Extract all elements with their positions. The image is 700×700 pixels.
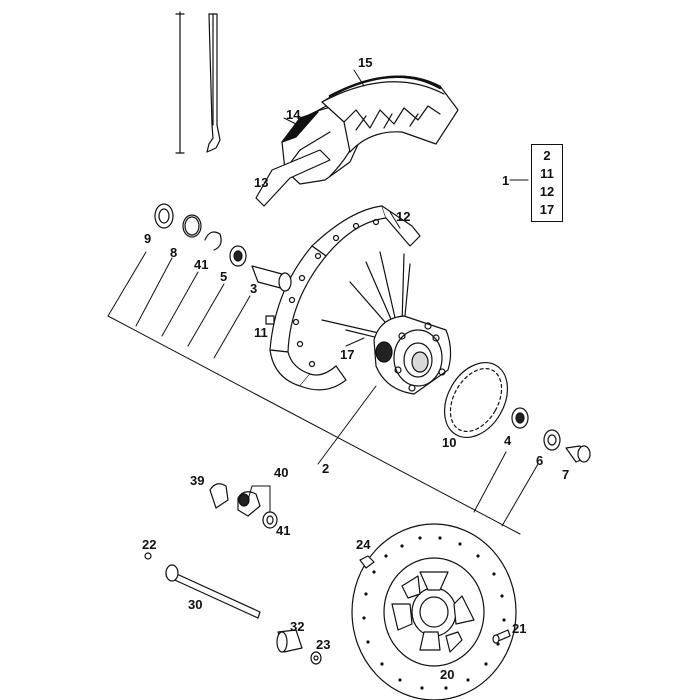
nipple-11-part	[265, 315, 275, 325]
rim-part	[269, 205, 421, 391]
callout-32: 32	[290, 619, 305, 634]
kit-contents-box: 2 11 12 17	[531, 144, 563, 222]
callout-3: 3	[250, 281, 258, 296]
callout-41-bottom: 41	[276, 523, 291, 538]
axle-30-part	[144, 552, 261, 619]
nut-23-part	[310, 651, 322, 665]
callout-24: 24	[356, 537, 371, 552]
speedo-ring-10-part	[443, 362, 509, 438]
kit-item: 11	[540, 166, 554, 181]
callout-15: 15	[358, 55, 373, 70]
callout-4: 4	[504, 433, 512, 448]
callout-7: 7	[562, 467, 570, 482]
callout-11: 11	[254, 325, 268, 340]
ring-8-part	[182, 214, 202, 238]
tire-part	[321, 75, 459, 153]
bearing-5-part	[229, 245, 247, 267]
brake-disc-20-part	[351, 523, 517, 700]
callout-6: 6	[536, 453, 544, 468]
spacer-7-part	[565, 445, 591, 463]
callout-13: 13	[254, 175, 269, 190]
callout-39: 39	[190, 473, 205, 488]
nut-24-part	[359, 555, 375, 569]
callout-22: 22	[142, 537, 157, 552]
callout-1: 1	[502, 173, 510, 188]
callout-20: 20	[440, 667, 455, 682]
hub-part	[373, 315, 452, 395]
callout-12: 12	[396, 209, 411, 224]
callout-8: 8	[170, 245, 178, 260]
kit-item: 17	[539, 202, 555, 217]
callout-21: 21	[512, 621, 527, 636]
callout-40: 40	[274, 465, 289, 480]
kit-item: 2	[543, 148, 551, 163]
seal-6-part	[543, 429, 561, 451]
circlip-41-part	[204, 231, 222, 251]
callout-10: 10	[442, 435, 457, 450]
speedo-drive-part	[209, 483, 278, 529]
bolt-21-part	[492, 629, 511, 644]
seal-9-part	[154, 203, 174, 229]
callout-41-top: 41	[194, 257, 209, 272]
callout-30: 30	[188, 597, 203, 612]
callout-2: 2	[322, 461, 330, 476]
spacer-3-part	[251, 265, 292, 292]
callout-17: 17	[340, 347, 355, 362]
callout-9: 9	[144, 231, 152, 246]
valve-stem-part	[175, 11, 221, 154]
kit-item: 12	[539, 184, 555, 199]
callout-5: 5	[220, 269, 228, 284]
callout-23: 23	[316, 637, 331, 652]
leader-lines	[107, 69, 539, 535]
spacer-32-part	[276, 629, 303, 653]
callout-14: 14	[286, 107, 301, 122]
rim-tape-part	[255, 149, 331, 207]
bearing-4-part	[511, 407, 529, 429]
